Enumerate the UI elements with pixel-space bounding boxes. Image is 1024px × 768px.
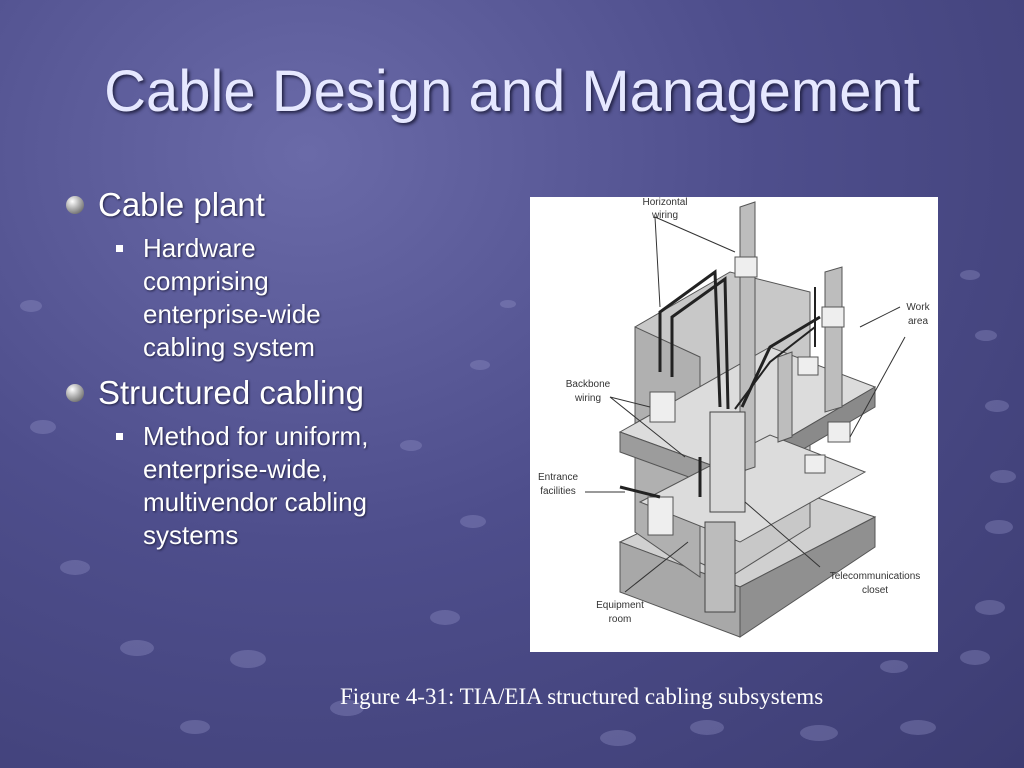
- label-equipment-room: room: [609, 614, 632, 625]
- sub-bullet-item: Hardware comprising enterprise-wide cabl…: [116, 232, 426, 364]
- building-illustration: Horizontal wiring Work area Backbone wir…: [538, 197, 931, 638]
- square-bullet-icon: [116, 433, 123, 440]
- label-equipment-room: Equipment: [596, 600, 644, 611]
- bullet-item: Cable plant: [66, 186, 426, 224]
- bullet-text: Structured cabling: [98, 374, 364, 411]
- bullet-list: Cable plant Hardware comprising enterpri…: [66, 186, 426, 562]
- label-horizontal-wiring: Horizontal: [642, 197, 687, 208]
- label-backbone-wiring: wiring: [574, 393, 601, 404]
- square-bullet-icon: [116, 245, 123, 252]
- label-entrance-facilities: Entrance: [538, 472, 578, 483]
- label-horizontal-wiring: wiring: [651, 210, 678, 221]
- sub-bullet-text: Hardware comprising enterprise-wide cabl…: [143, 233, 321, 362]
- bullet-item: Structured cabling: [66, 374, 426, 412]
- figure-caption: Figure 4-31: TIA/EIA structured cabling …: [340, 684, 824, 709]
- label-telecommunications-closet: closet: [862, 585, 888, 596]
- sphere-bullet-icon: [66, 196, 84, 214]
- label-work-area: Work: [906, 302, 930, 313]
- label-backbone-wiring: Backbone: [566, 379, 611, 390]
- sphere-bullet-icon: [66, 384, 84, 402]
- bullet-text: Cable plant: [98, 186, 265, 223]
- cabling-diagram: Horizontal wiring Work area Backbone wir…: [530, 197, 938, 652]
- label-work-area: area: [908, 316, 928, 327]
- sub-bullet-item: Method for uniform, enterprise-wide, mul…: [116, 420, 426, 552]
- sub-bullet-text: Method for uniform, enterprise-wide, mul…: [143, 421, 369, 550]
- slide-title: Cable Design and Management: [104, 59, 920, 124]
- label-telecommunications-closet: Telecommunications: [830, 571, 921, 582]
- label-entrance-facilities: facilities: [540, 486, 576, 497]
